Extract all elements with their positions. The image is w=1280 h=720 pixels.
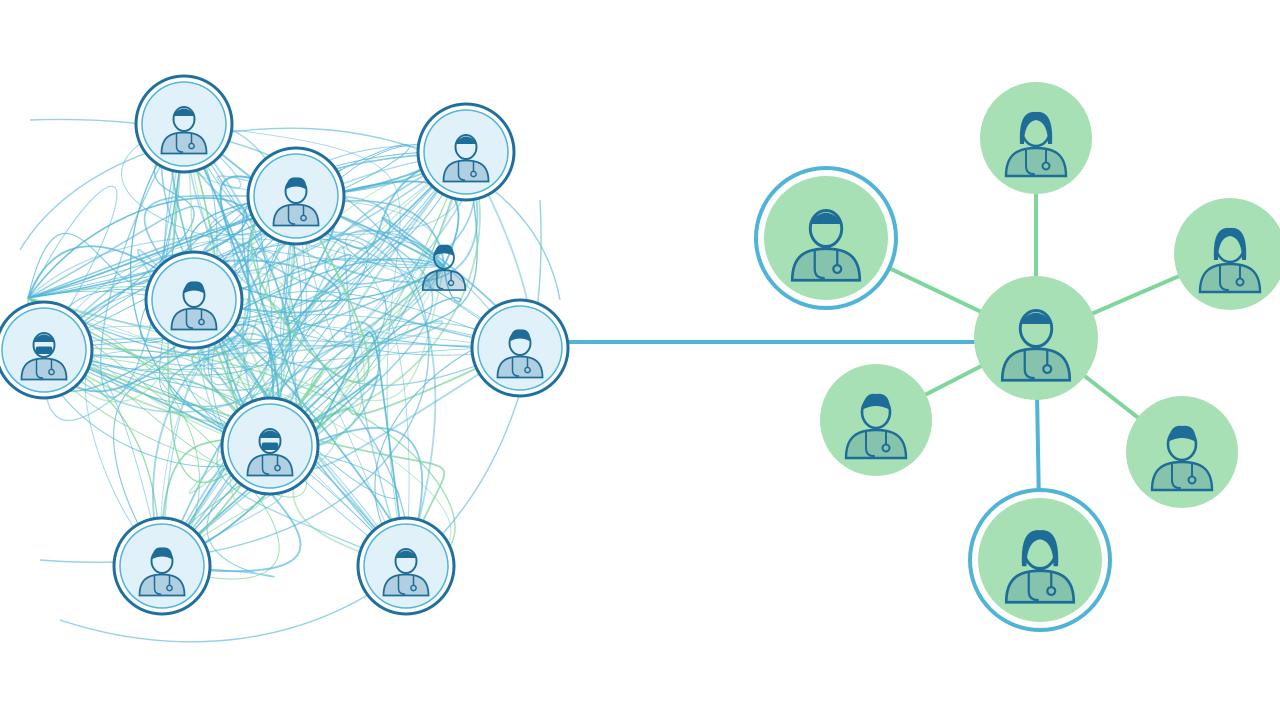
tangle-link xyxy=(43,349,446,567)
person-icon xyxy=(1004,530,1076,604)
person-icon xyxy=(246,428,294,477)
person-icon xyxy=(1198,227,1262,294)
person-icon xyxy=(496,329,544,379)
person-icon xyxy=(1004,111,1068,178)
tangle-link xyxy=(269,321,381,449)
left-member-node xyxy=(246,146,346,246)
tangle-link xyxy=(160,299,240,567)
right-network-members xyxy=(754,82,1280,632)
spoke-member-node xyxy=(820,364,932,476)
person-icon xyxy=(138,547,186,597)
tangle-link xyxy=(27,144,410,299)
tangle-link xyxy=(27,121,295,367)
person-icon xyxy=(1000,309,1072,382)
person-icon xyxy=(790,209,862,282)
tangle-link xyxy=(216,151,467,567)
tangle-link xyxy=(27,185,118,351)
left-member-node xyxy=(144,250,244,350)
spoke-member-node xyxy=(968,488,1112,632)
left-member-node xyxy=(416,102,516,202)
left-member-node xyxy=(356,516,456,616)
spoke-member-node xyxy=(1174,198,1280,310)
left-member-node xyxy=(0,300,94,400)
tangle-link xyxy=(43,151,481,428)
tangle-link xyxy=(310,265,521,388)
person-icon xyxy=(382,548,430,597)
tangle-link xyxy=(27,241,445,348)
tangle-link xyxy=(183,123,297,197)
tangle-link xyxy=(324,151,476,285)
person-icon xyxy=(1150,425,1214,492)
tangle-link xyxy=(27,290,521,356)
tangle-link xyxy=(188,265,445,494)
person-icon xyxy=(272,177,320,227)
tangle-link xyxy=(250,195,370,383)
spoke-member-node xyxy=(754,166,898,310)
person-icon xyxy=(20,332,68,381)
tangle-link xyxy=(29,118,430,563)
left-network-members xyxy=(0,74,570,616)
tangle-link xyxy=(283,258,445,567)
left-member-node xyxy=(220,396,320,496)
tangle-link xyxy=(19,127,561,301)
left-member-node xyxy=(112,516,212,616)
tangle-link xyxy=(202,265,445,447)
person-icon xyxy=(170,281,218,331)
left-member-node xyxy=(421,244,467,291)
tangle-link xyxy=(129,123,271,447)
tangle-link xyxy=(345,229,521,349)
person-icon xyxy=(844,393,908,460)
tangle-link xyxy=(27,123,185,299)
hub-node xyxy=(974,276,1098,400)
tangle-link xyxy=(43,349,338,567)
person-icon xyxy=(442,134,490,183)
tangle-link xyxy=(27,205,521,349)
tangle-link xyxy=(161,195,308,567)
spoke-member-node xyxy=(980,82,1092,194)
left-member-node xyxy=(470,298,570,398)
tangle-link xyxy=(259,143,467,291)
person-icon xyxy=(160,106,208,155)
tangle-link xyxy=(183,123,467,386)
person-icon xyxy=(421,244,467,291)
left-member-node xyxy=(134,74,234,174)
tangle-link xyxy=(183,123,407,567)
spoke-member-node xyxy=(1126,396,1238,508)
tangle-link xyxy=(267,151,467,396)
tangle-link xyxy=(27,297,280,580)
tangle-link xyxy=(269,286,387,447)
